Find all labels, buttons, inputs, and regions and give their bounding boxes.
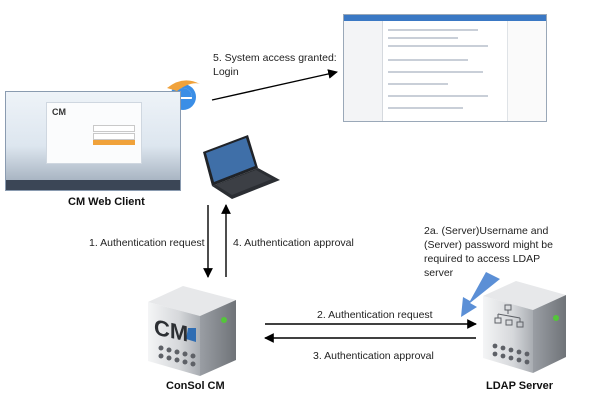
ldap-server-icon [483, 281, 566, 373]
login-footer-bar [6, 180, 180, 190]
result-row [388, 29, 478, 31]
login-logo: CM [52, 107, 66, 117]
result-row [388, 59, 468, 61]
result-row [388, 37, 458, 39]
result-topbar [344, 15, 546, 21]
arrow-login-granted [211, 69, 338, 101]
step2a-label-line3: required to access LDAP [424, 253, 541, 265]
ldap-server-label: LDAP Server [486, 380, 554, 392]
step5-label-line2: Login [213, 66, 239, 78]
blue-accent-arrow [461, 272, 500, 317]
login-button [93, 140, 135, 145]
server-icon [148, 286, 236, 376]
username-field [93, 125, 135, 132]
result-sidebar [344, 21, 383, 121]
login-box: CM [46, 102, 142, 164]
result-row [388, 95, 488, 97]
step5-label-line1: 5. System access granted: [213, 52, 337, 64]
password-field [93, 133, 135, 140]
step2a-label-line2: (Server) password might be [424, 239, 553, 251]
step2a-label-line1: 2a. (Server)Username and [424, 225, 549, 237]
result-right-panel [507, 21, 546, 121]
step2a-label-line4: server [424, 267, 454, 279]
laptop-icon [203, 135, 280, 199]
step4-label: 4. Authentication approval [233, 237, 354, 249]
consol-cm-label: ConSol CM [166, 380, 225, 392]
step1-label: 1. Authentication request [89, 237, 205, 249]
step2-label: 2. Authentication request [317, 309, 433, 321]
result-row [388, 71, 483, 73]
result-row [388, 83, 448, 85]
result-row [388, 45, 488, 47]
result-row [388, 107, 463, 109]
web-client-label: CM Web Client [68, 196, 145, 208]
result-screenshot [343, 14, 547, 122]
step3-label: 3. Authentication approval [313, 350, 434, 362]
login-screenshot: CM [5, 91, 181, 191]
